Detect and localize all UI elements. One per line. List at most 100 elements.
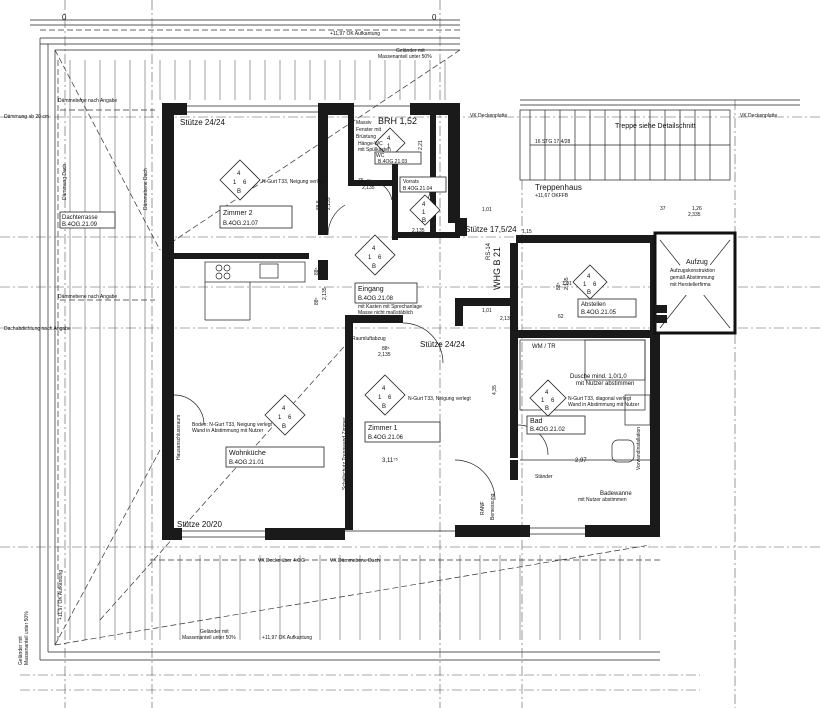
sym-b: 1 [278, 415, 282, 421]
sym-a: 4 [282, 406, 286, 412]
staircase-name: Treppenhaus [535, 183, 582, 192]
kitchen-floor-note-2: Wand in Abstimmung mit Nutzer [192, 428, 264, 434]
sym-a: 4 [387, 136, 391, 142]
brh-sub-1: Massiv [356, 120, 372, 126]
room-name-vorrats: Vorrats [403, 179, 419, 185]
dim: 2,135 [500, 316, 513, 322]
entry-note-1: mit Kasten mit Sprechanlage [358, 304, 422, 310]
sym-a: 4 [587, 274, 591, 280]
rs-label: RS-14 [486, 242, 492, 260]
sym-a: 4 [422, 202, 426, 208]
stander-note: Ständer [535, 474, 553, 480]
dim: 2,135 [412, 228, 425, 234]
room-code-zimmer-2: B.4OG.21.07 [223, 221, 259, 227]
railing-bottom-level: +11,97 OK Aufkantung [262, 635, 312, 641]
whg-label: WHG B 21 [492, 247, 502, 290]
roof-note-left-1: Dämmung ab 20 cm [4, 114, 49, 120]
dim: 2,135 [362, 185, 375, 191]
room-name-zimmer-2: Zimmer 2 [223, 210, 253, 217]
brh-label: BRH 1,52 [378, 116, 417, 126]
room-label-vorrats [399, 176, 447, 193]
zimmer1-side-note: Schallschutz Trennwand Zimmer [342, 417, 348, 490]
railing-top-line1: Geländer mit [396, 48, 425, 54]
sym-b: 1 [378, 395, 382, 401]
column-label-3: Stütze 24/24 [420, 340, 465, 349]
sym-d: B [587, 290, 591, 296]
brh-sub-2: Fenster mit [356, 127, 382, 133]
room-label-zimmer-2 [219, 205, 293, 229]
roof-hatch [69, 60, 641, 640]
staircase-steps: 16 STG 17,4/28 [535, 139, 571, 145]
sym-a: 4 [545, 390, 549, 396]
room-code-vorrats: B.4OG.21.04 [403, 186, 432, 192]
dim: 2,135 [564, 277, 570, 290]
dim: 88⁵ [382, 346, 390, 352]
room-name-bad: Bad [530, 418, 543, 425]
top-left-mark: 0 [62, 13, 67, 22]
sym-d: B [422, 218, 426, 224]
room-code-zimmer-1: B.4OG.21.06 [368, 435, 404, 441]
entry-note-2: Masse nicht maßstäblich [358, 310, 413, 316]
sym-c: 6 [243, 180, 247, 186]
railing-left-line1: Geländer mit [18, 636, 24, 665]
bemessung-note: Bemessung [490, 493, 496, 520]
vk-label-2: VK Deckenplatte [740, 113, 777, 119]
roof-label-name: Dachterrasse [62, 215, 98, 221]
room-name-eingang: Eingang [358, 286, 384, 293]
roof-fall-lines [54, 49, 660, 646]
kitchen-floor-note-1: Boden: N-Gurt T33, Neigung verlegt [192, 422, 273, 428]
dim: 2,335 [688, 212, 701, 218]
dim: 37 [660, 206, 666, 212]
kitchen-side-note: Hausanschlussraum [176, 415, 182, 460]
room-name-zimmer-1: Zimmer 1 [368, 425, 398, 432]
sym-c: 6 [378, 255, 382, 261]
sym-b: 1 [541, 398, 545, 404]
dim: 1,15 [522, 229, 532, 235]
room-code-eingang: B.4OG.21.08 [358, 296, 394, 302]
sym-d: B [237, 189, 241, 195]
dim: 3,11⁷⁵ [382, 457, 398, 464]
elevator-line3: gemäß Abstimmung [670, 275, 715, 281]
room-code-wohnkueche: B.4OG.21.01 [229, 460, 265, 466]
dim: 88,5 [316, 200, 322, 210]
left-level-note: +11,97 OK Aufkantung [58, 570, 64, 620]
dim: 2,97 [575, 458, 587, 464]
room-label-abstellen [577, 298, 637, 318]
bath-tile-note-2: Wand in Abstimmung mit Nutzer [568, 402, 640, 408]
sym-a: 4 [372, 246, 376, 252]
column-label-2: Stütze 17,5/24 [465, 225, 517, 234]
vk-label-4: VK Dämmebene Dach [330, 558, 380, 564]
floor-symbols: 4 1 6 B N-Gurt T33, Neigung verlegt 4 1 … [219, 127, 608, 436]
sym-c: 6 [388, 395, 392, 401]
roof-label-box [59, 211, 116, 229]
room-label-zimmer-1 [364, 421, 441, 443]
sym-b: 1 [583, 282, 587, 288]
dim: 62 [558, 314, 564, 320]
shower-note-1: Dusche mind. 1,0/1,0 [570, 374, 627, 380]
dim: 2,135 [378, 352, 391, 358]
sym-b: 1 [368, 255, 372, 261]
dimensions: 76 2,135 3,11⁷⁵ 2,97 37 1,26 2,335 1,01 … [314, 140, 702, 464]
roof-label-code: B.4OG.21.09 [62, 222, 98, 228]
roof-label-vertical-2: Dämmung Dach [62, 164, 68, 200]
walls [162, 103, 660, 540]
bad-side-note: Vorwandinstallation [636, 427, 642, 470]
sym-d: B [282, 424, 286, 430]
brh-sub-3: Brüstung [356, 134, 376, 140]
room-labels: Zimmer 2 B.4OG.21.07 Eingang B.4OG.21.08… [219, 151, 637, 468]
room-label-wc [374, 151, 422, 165]
elevator-title: Aufzug [686, 259, 708, 266]
dim: 1,01 [482, 207, 492, 213]
top-right-mark: 0 [432, 13, 437, 22]
sym-note: N-Gurt T33, Neigung verlegt [408, 396, 471, 402]
kitchen-counter [204, 261, 306, 321]
sym-d: B [372, 264, 376, 270]
column-label-1: Stütze 24/24 [180, 118, 225, 127]
bath-fixtures [519, 339, 651, 463]
top-level-note: +11,97 OK Aufkantung [330, 31, 380, 37]
staircase-note: Treppe siehe Detailschnitt [615, 123, 696, 130]
room-label-wohnkueche [225, 446, 325, 468]
dim: 88⁵ [314, 297, 320, 305]
room-code-wc: B.4OG.21.03 [378, 159, 407, 165]
room-code-abstellen: B.4OG.21.05 [581, 310, 617, 316]
